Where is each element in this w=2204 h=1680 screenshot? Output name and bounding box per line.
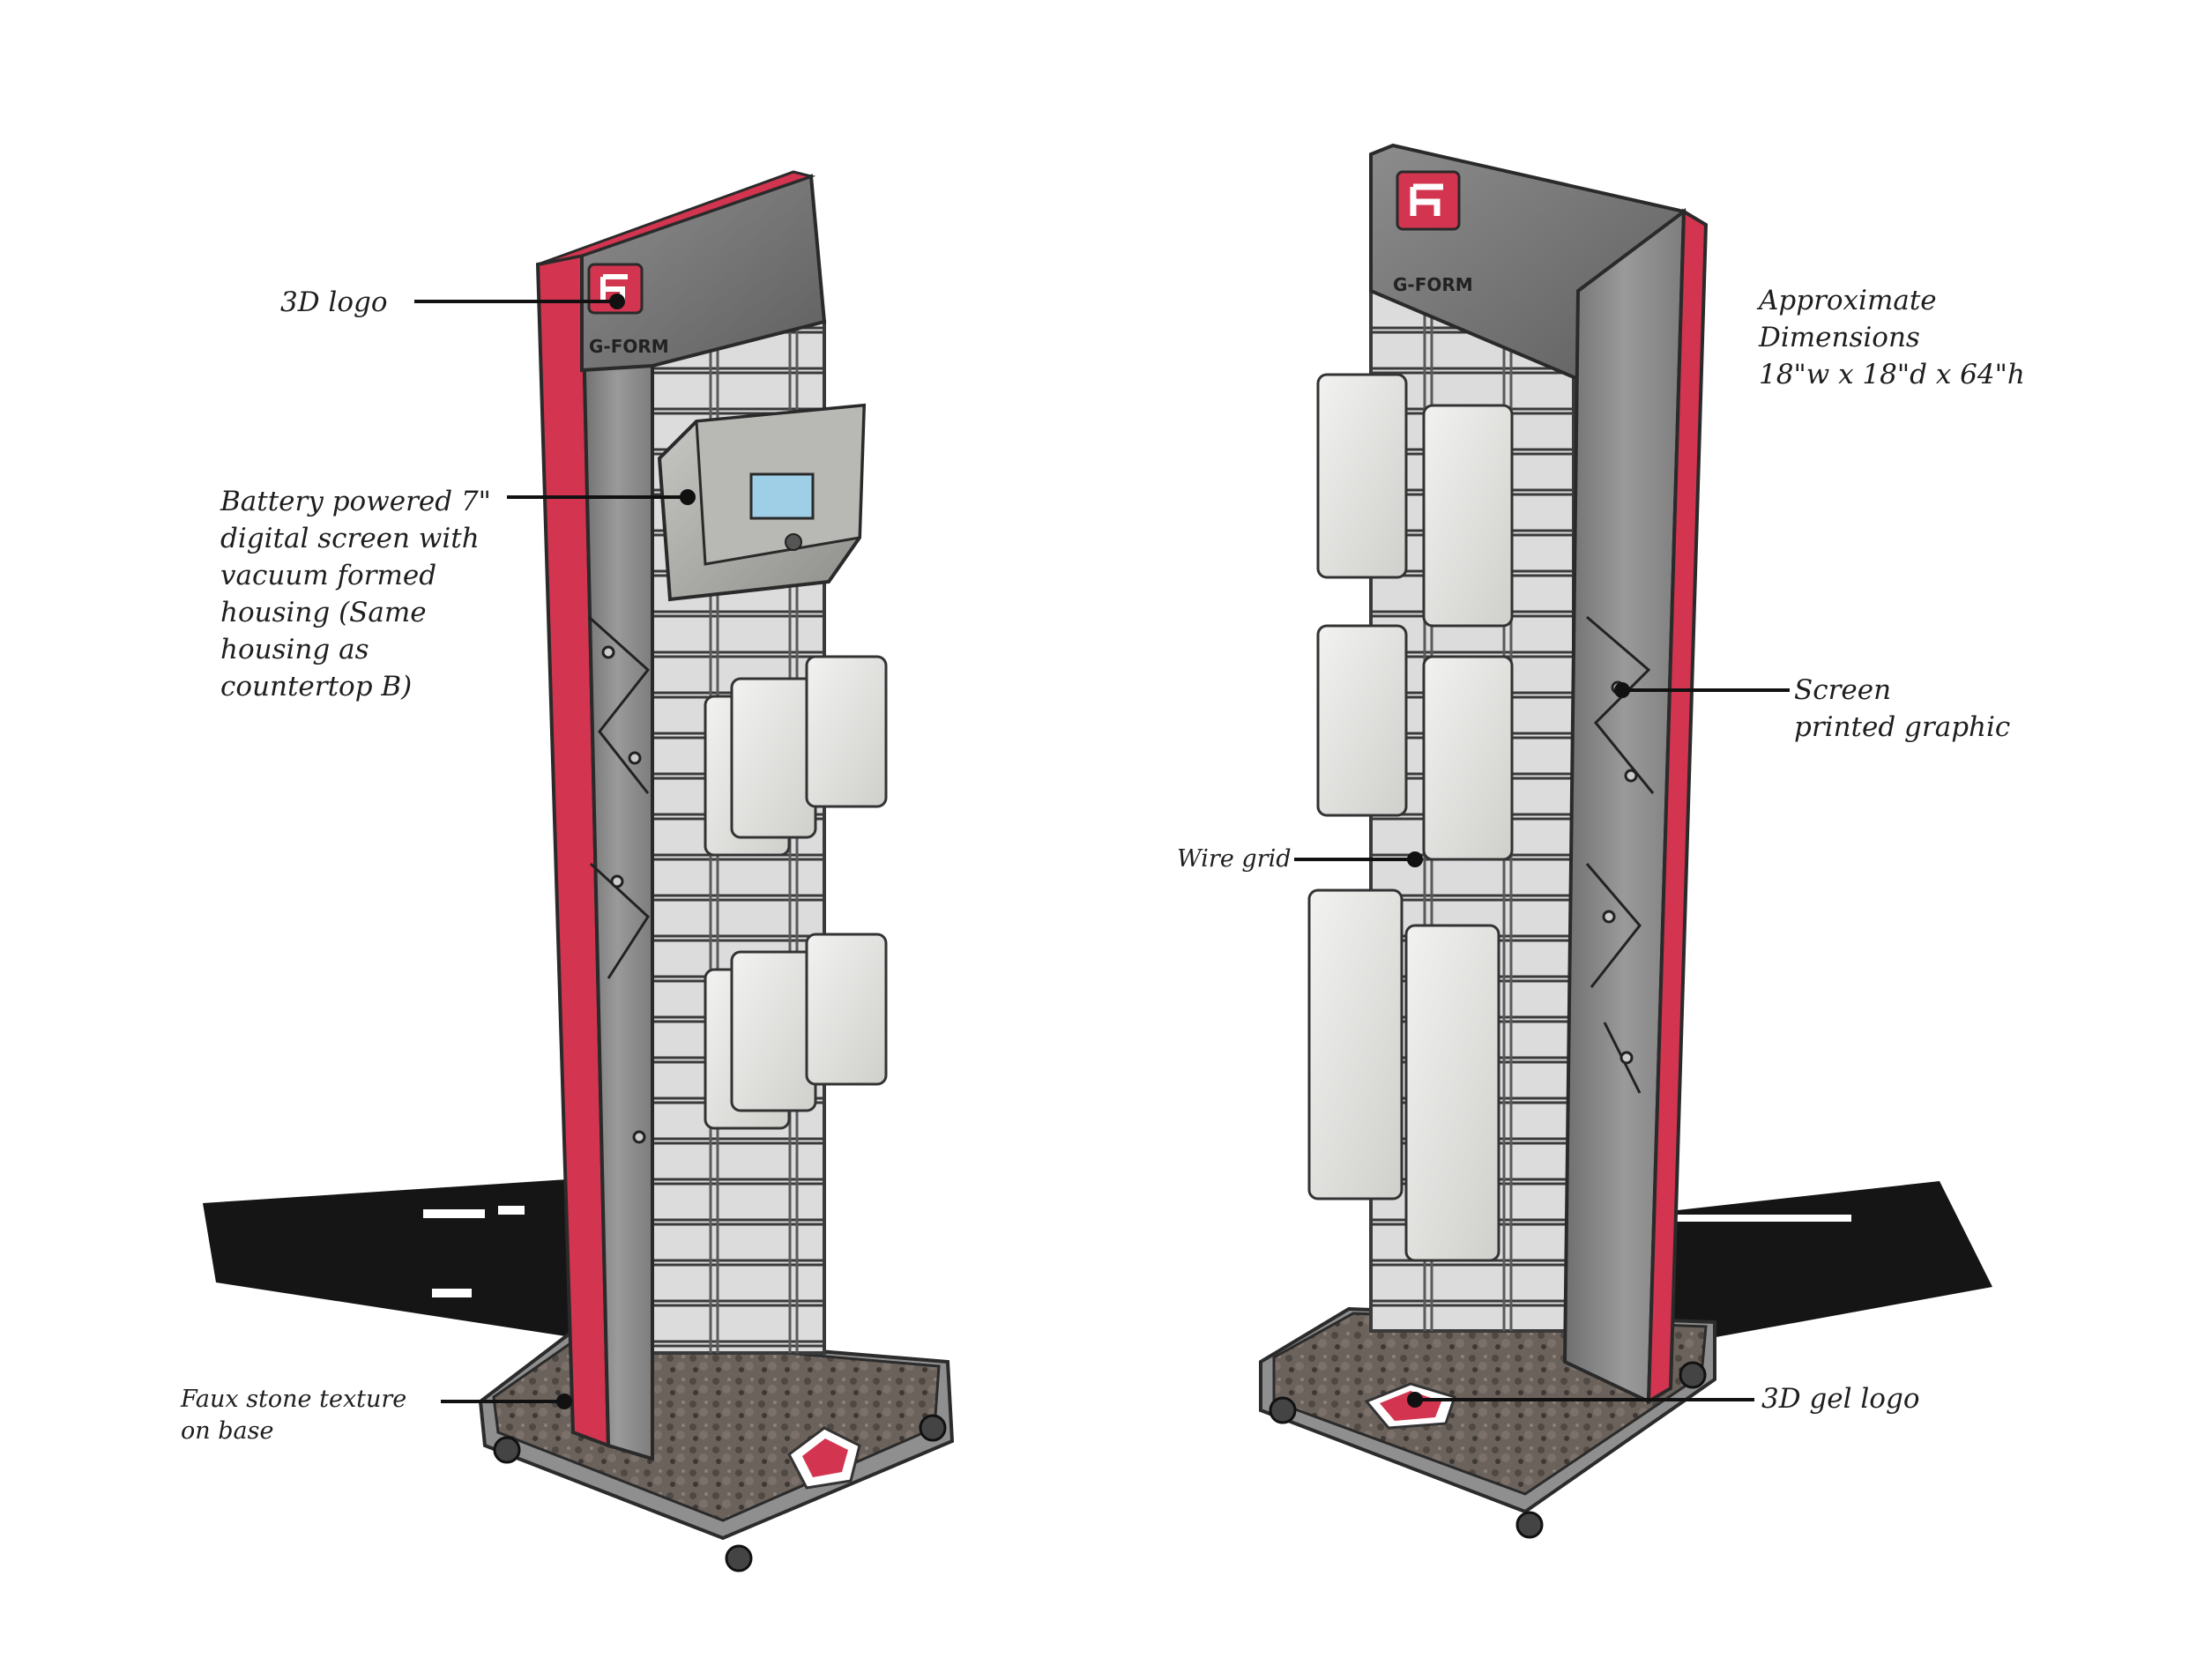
card-stack: [1422, 404, 1514, 628]
label-line: on base: [181, 1417, 274, 1445]
left-shadow: [203, 1177, 617, 1344]
leader-dot: [1407, 1392, 1423, 1408]
shadow-highlight: [432, 1289, 472, 1297]
right-stand: G-FORM: [1259, 143, 1992, 1539]
right-logo-wordmark: G-FORM: [1393, 274, 1473, 295]
left-base-gel-logo: [787, 1426, 861, 1490]
label-line: Battery powered 7": [220, 486, 491, 517]
label-line: Screen: [1794, 674, 1892, 706]
card-stack: [1316, 373, 1408, 579]
wheel: [1269, 1396, 1297, 1424]
shadow-highlight: [423, 1209, 485, 1218]
wheel: [919, 1414, 947, 1442]
label-line: countertop B): [220, 671, 413, 702]
card-stack: [1307, 888, 1404, 1201]
wheel: [1679, 1361, 1707, 1389]
screen-button: [785, 533, 802, 551]
right-shadow: [1622, 1181, 1992, 1349]
label-line: Approximate: [1759, 285, 1937, 316]
label-line: 18"w x 18"d x 64"h: [1759, 359, 2025, 390]
card-stack: [1422, 655, 1514, 861]
shadow-highlight: [498, 1206, 525, 1215]
label-line: Dimensions: [1759, 322, 1920, 353]
wheel: [493, 1436, 521, 1464]
leader-lines: [414, 294, 1790, 1409]
wheel: [1515, 1511, 1544, 1539]
label-line: digital screen with: [220, 523, 480, 554]
card-stack: [805, 655, 888, 808]
right-3d-logo: G-FORM: [1393, 170, 1473, 295]
left-column-graphic: [587, 615, 651, 1144]
label-digital-screen: Battery powered 7" digital screen with v…: [220, 483, 491, 705]
label-line: housing as: [220, 634, 369, 665]
left-digital-screen-housing: [657, 403, 867, 602]
card-stack: [730, 950, 817, 1112]
right-tower-edge: [1646, 208, 1709, 1405]
leader-dot: [680, 489, 696, 505]
card-stack: [1316, 624, 1408, 817]
left-logo-wordmark: G-FORM: [589, 336, 669, 357]
label-line: printed graphic: [1794, 711, 2011, 743]
label-wire-grid: Wire grid: [1177, 845, 1292, 873]
label-3d-gel-logo: 3D gel logo: [1761, 1383, 1920, 1415]
card-stack: [1404, 924, 1500, 1262]
label-line: vacuum formed: [220, 560, 437, 591]
leader-dot: [609, 294, 625, 309]
leader-dot: [1407, 851, 1423, 867]
label-3d-logo: 3D logo: [280, 286, 388, 318]
label-screen-printed-graphic: Screen printed graphic: [1794, 672, 2010, 746]
digital-screen: [749, 472, 815, 520]
card-stack: [805, 933, 888, 1086]
label-faux-stone: Faux stone texture on base: [181, 1384, 406, 1447]
left-stand: G-FORM: [203, 170, 955, 1572]
label-line: Faux stone texture: [181, 1386, 407, 1413]
left-header-top: [537, 170, 816, 266]
left-hanging-cards: [704, 655, 888, 1130]
label-dimensions: Approximate Dimensions 18"w x 18"d x 64"…: [1759, 282, 2025, 393]
shadow-highlight: [1675, 1215, 1851, 1222]
left-base-stone: [492, 1334, 941, 1522]
leader-dot: [556, 1394, 572, 1409]
card-stack: [730, 677, 817, 839]
label-line: housing (Same: [220, 597, 427, 628]
right-hanging-cards: [1307, 373, 1514, 1262]
wheel: [725, 1544, 753, 1572]
right-column-graphic: [1585, 615, 1655, 1094]
leader-dot: [1614, 682, 1630, 698]
